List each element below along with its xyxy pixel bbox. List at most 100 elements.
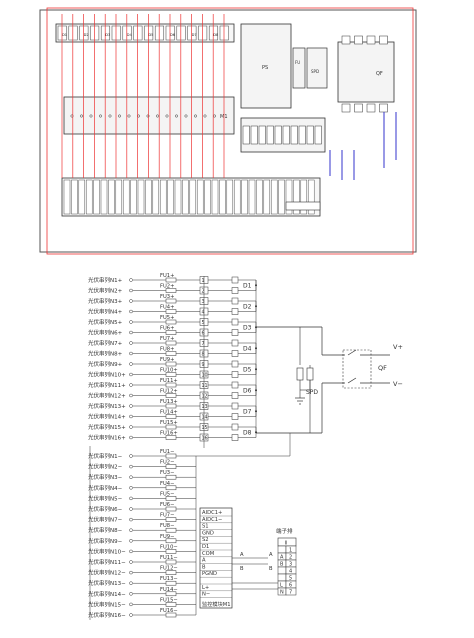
m1-terminal-screw [108,114,112,118]
monitor-pin-label: GND [202,530,214,536]
terminal-number: 1 [202,278,205,284]
diode-module-group [242,125,322,145]
terminal-number: 9 [202,362,205,368]
input-neg-label: 光伏串列N2− [88,463,123,471]
terminal-number: 8 [202,352,205,358]
diode-cell [231,381,239,389]
bottom-terminal [108,179,115,215]
fuse-pos [165,330,177,335]
terminal-number: 16 [202,436,208,442]
diode-module-cell [314,125,322,145]
fuse-pos-label: FU13+ [160,399,178,405]
spd-element-1 [296,367,304,381]
input-neg-label: 光伏串列N9− [88,537,123,545]
top-diode-tag: D7 [192,33,197,37]
fuse-pos [165,382,177,388]
input-pos-label: 光伏串列N5+ [88,318,123,326]
bus-label-b2: B [269,566,273,572]
fuse-pos [165,403,177,409]
terminal-number: 5 [202,320,205,326]
m1-terminal-screw [175,114,178,118]
input-pos-label: 光伏串列N7+ [88,339,123,347]
monitor-pin-label: AIDC1− [202,517,222,523]
diode-cell [231,329,239,336]
fuse-pos [165,424,177,430]
fuse-neg-label: FU9− [160,534,174,540]
spd-device-label: SPD [311,69,319,74]
bottom-terminal [100,179,108,215]
diode-cell [231,276,239,284]
fuse-pos-label: FU10+ [160,368,178,374]
v-neg-label: V− [393,380,403,388]
top-diode-tag: D1 [62,33,67,37]
terminal-block-header-cell [277,537,297,547]
bottom-terminal [71,179,78,215]
fuse-pos-label: FU6+ [160,326,174,332]
bottom-terminal [174,179,182,215]
fuse-pos-label: FU9+ [160,357,174,363]
input-neg-label: 光伏串列N7− [88,516,123,524]
terminal-block-header: I [285,541,287,547]
m1-terminal-screw [80,114,83,118]
fuse-pos-label: FU2+ [160,284,174,290]
fuse-pos [165,277,177,283]
terminal-number: 2 [202,289,205,295]
fuse-neg-label: FU4− [160,481,174,487]
fuse-neg [165,464,177,469]
fuse-neg-label: FU14− [160,587,178,593]
bottom-terminal [85,179,93,215]
fuse-pos [165,288,177,293]
fuse-pos-label: FU14+ [160,410,178,416]
fuse-pos [165,414,177,419]
tb-num-label: 6 [289,583,292,589]
bus-label-b1: B [240,566,244,572]
input-pos-label: 光伏串列N11+ [88,381,126,389]
m1-terminal-screw [89,114,93,118]
input-neg-terminal [129,549,133,554]
fuse-neg [165,580,177,586]
bus-label-a2: A [269,552,273,558]
fuse-pos-label: FU11+ [160,378,178,384]
panel-border-red [46,7,414,255]
qf-top-lug [366,35,376,45]
diode-cell [231,392,239,399]
input-neg-label: 光伏串列N4− [88,484,123,492]
fuse-neg [165,527,177,533]
fuse-neg [165,506,177,512]
terminal-block-title: 端子排 [276,527,293,535]
m1-terminal-screw [127,114,131,118]
fuse-pos [165,361,177,367]
input-pos-terminal [129,362,133,366]
input-neg-label: 光伏串列N3− [88,473,123,481]
terminal-number: 11 [202,383,208,389]
input-neg-terminal [129,454,133,458]
input-neg-terminal [129,560,133,564]
terminal-number: 10 [202,373,208,379]
power-supply-ps [240,23,292,109]
output-section: SPD QF V+ V− [256,326,403,434]
fuse-neg [165,453,177,459]
bottom-terminal [293,179,300,215]
input-neg-terminal [129,475,133,479]
fuse-pos [165,309,177,314]
monitor-pin-label: A [202,558,206,564]
bottom-terminal [226,179,234,215]
diode-cell [231,434,239,441]
input-neg-label: 光伏串列N13− [88,579,126,587]
fuse-pos-label: FU12+ [160,389,178,395]
top-diode-tag: D5 [148,33,153,37]
m1-terminal-screw [194,114,197,118]
bottom-terminal [219,179,226,215]
qf-top-lug [341,35,351,45]
input-neg-label: 光伏串列N10− [88,547,126,555]
diode-cell [231,423,239,431]
terminal-number: 15 [202,425,208,431]
terminal-number: 4 [202,310,205,316]
fuse-neg-label: FU11− [160,555,178,561]
bus-label-a1: A [240,552,244,558]
input-pos-terminal [129,330,133,335]
input-pos-terminal [129,435,133,440]
